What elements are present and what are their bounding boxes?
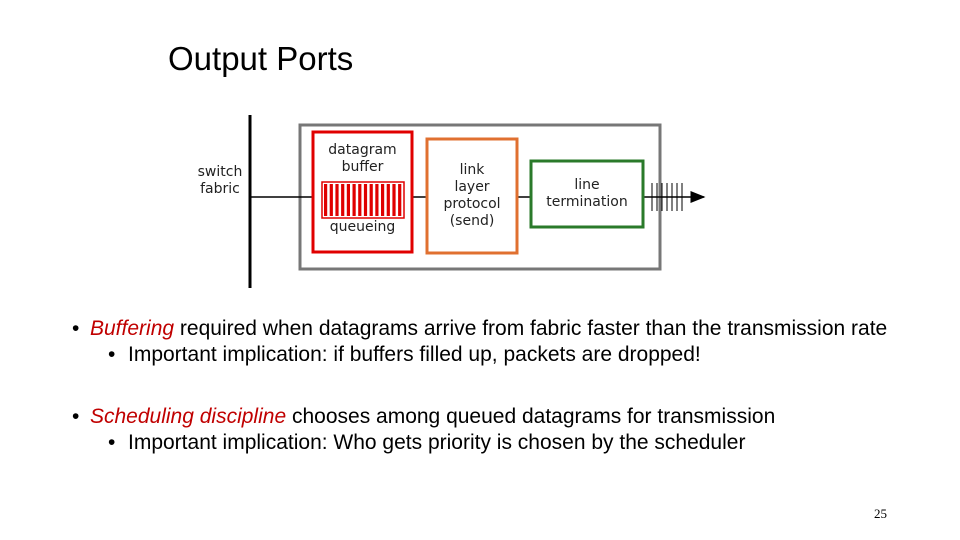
bullet-scheduling: • Scheduling discipline chooses among qu… [72,404,932,430]
link-layer-box [425,137,519,255]
bullet-text: chooses among queued datagrams for trans… [286,405,776,428]
buffer-slot [392,184,396,216]
buffer-slot [369,184,373,216]
buffer-slot [381,184,385,216]
bullet-dot: • [108,431,116,454]
bullet-dot: • [72,405,80,428]
bullet-list: • Buffering required when datagrams arri… [72,316,932,456]
buffer-slot [329,184,333,216]
bullet-text: required when datagrams arrive from fabr… [174,317,888,340]
buffer-slot [324,184,328,216]
line-termination-box [529,159,645,229]
page-number: 25 [874,506,887,521]
buffer-slot [375,184,379,216]
bullet-buffering: • Buffering required when datagrams arri… [72,316,932,342]
line-termination-label: line termination [546,177,628,210]
buffer-queue [321,181,405,219]
output-port-diagram [248,115,706,288]
switch-fabric-label: switch fabric [197,164,243,197]
link-layer-label: link layer protocol (send) [443,162,501,229]
sub-bullet-scheduling: • Important implication: Who gets priori… [72,430,932,456]
buffer-slots [321,181,405,219]
bullet-dot: • [72,317,80,340]
bullet-emphasis: Scheduling discipline [90,405,287,428]
sub-bullet-buffering: • Important implication: if buffers fill… [72,342,932,368]
buffer-slot [341,184,345,216]
sub-bullet-text: Important implication: if buffers filled… [128,343,701,366]
slide-title: Output Ports [168,40,354,77]
buffer-slot [352,184,356,216]
bullet-emphasis: Buffering [90,317,175,340]
line-ticks [651,183,683,211]
sub-bullet-text: Important implication: Who gets priority… [128,431,746,454]
buffer-slot [346,184,350,216]
queueing-label: queueing [329,219,396,235]
buffer-slot [358,184,362,216]
buffer-slot [386,184,390,216]
datagram-buffer-label: datagram buffer [328,142,397,175]
buffer-slot [335,184,339,216]
buffer-slot [398,184,402,216]
buffer-slot [363,184,368,216]
bullet-dot: • [108,343,116,366]
